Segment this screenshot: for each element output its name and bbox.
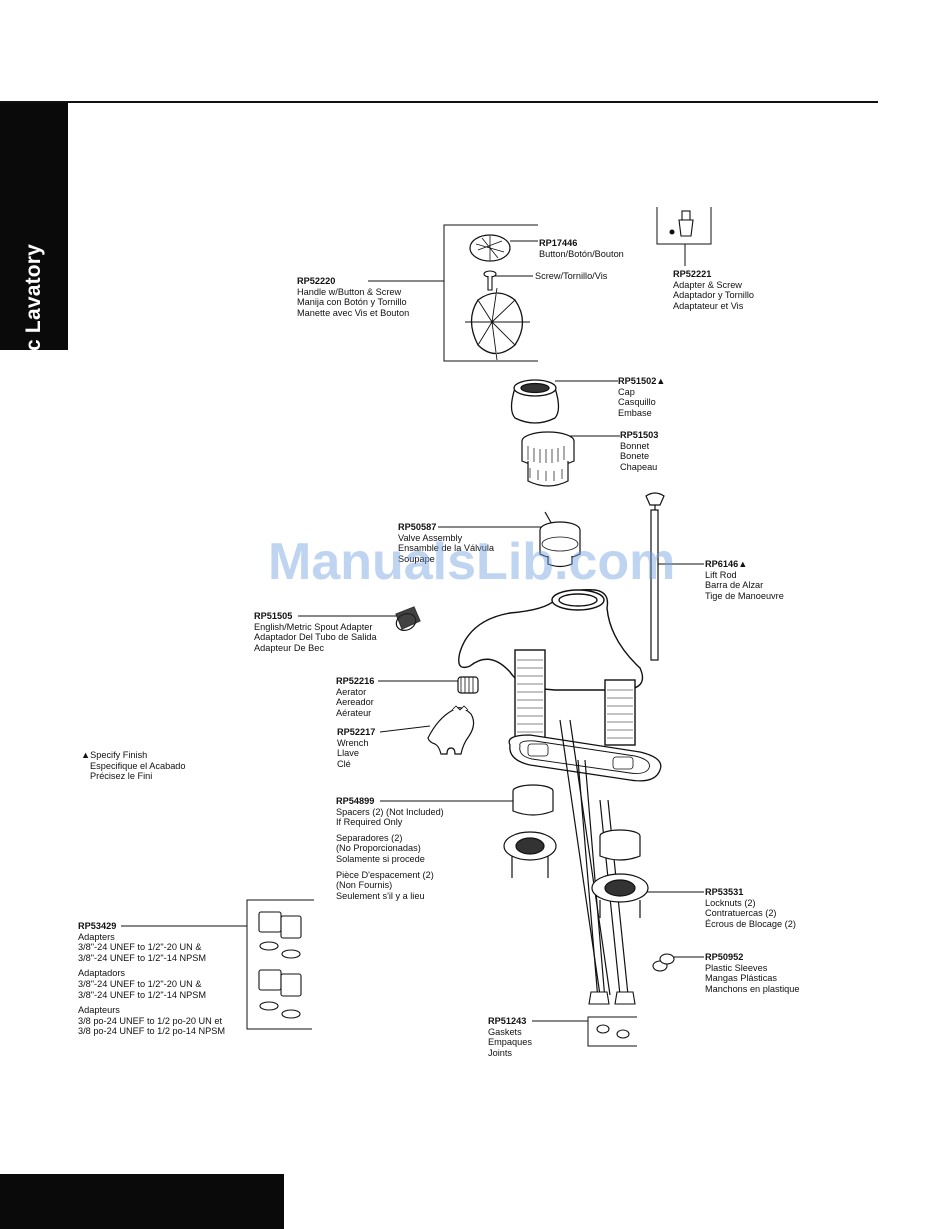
label-rp51503: RP51503 Bonnet Bonete Chapeau xyxy=(620,430,659,472)
plastic-sleeves-part xyxy=(652,953,675,972)
side-tab: Classic Lavatory xyxy=(0,103,68,414)
label-rp53429: RP53429 Adapters 3/8"-24 UNEF to 1/2"-20… xyxy=(78,921,226,1037)
lift-rod-part xyxy=(645,492,665,661)
adapters-box xyxy=(246,899,314,1030)
coupling-nuts-part xyxy=(588,991,636,1005)
label-rp52221: RP52221 Adapter & Screw Adaptador y Torn… xyxy=(673,269,755,311)
adapter-box xyxy=(656,207,712,245)
label-rp52216: RP52216 Aerator Aereador Aérateur xyxy=(336,676,375,718)
faucet-body-part xyxy=(458,589,644,746)
cap-part xyxy=(510,379,560,424)
escutcheon-plate-part xyxy=(508,734,662,782)
label-rp51502: RP51502▲ Cap Casquillo Embase xyxy=(618,376,666,418)
label-rp51505: RP51505 English/Metric Spout Adapter Ada… xyxy=(254,611,377,653)
handle-group-bracket xyxy=(443,224,538,362)
label-rp53531: RP53531 Locknuts (2) Contratuercas (2) É… xyxy=(705,887,796,929)
header-rule xyxy=(0,101,878,103)
label-rp54899: RP54899 Spacers (2) (Not Included) If Re… xyxy=(336,796,444,901)
adapters-part xyxy=(258,911,302,1019)
label-rp6146: RP6146▲ Lift Rod Barra de Alzar Tige de … xyxy=(705,559,784,601)
screw-part xyxy=(483,270,497,291)
handle-knob-part xyxy=(465,287,530,361)
label-rp52217: RP52217 Wrench Llave Clé xyxy=(337,727,376,769)
bonnet-part xyxy=(521,431,575,487)
label-rp17446: RP17446 Button/Botón/Bouton xyxy=(539,238,624,259)
gaskets-part xyxy=(596,1024,630,1039)
specify-finish-note: ▲Specify Finish Especifique el Acabado P… xyxy=(81,750,186,782)
gaskets-box xyxy=(587,1016,637,1047)
adapter-screw-part xyxy=(669,210,694,237)
spacer-part xyxy=(512,784,641,861)
label-rp50952: RP50952 Plastic Sleeves Mangas Plásticas… xyxy=(705,952,800,994)
label-rp51243: RP51243 Gaskets Empaques Joints xyxy=(488,1016,532,1058)
label-rp50587: RP50587 Valve Assembly Ensamble de la Vá… xyxy=(398,522,495,564)
label-screw: Screw/Tornillo/Vis xyxy=(535,271,608,281)
aerator-part xyxy=(457,676,479,694)
label-rp52220: RP52220 Handle w/Button & Screw Manija c… xyxy=(297,276,410,318)
wrench-part xyxy=(427,705,475,755)
spout-adapter-part xyxy=(395,606,421,631)
valve-assembly-part xyxy=(539,511,581,568)
locknut-part xyxy=(503,831,649,918)
leader-rp52217 xyxy=(379,725,431,733)
watermark: ManualsLib.com xyxy=(268,533,676,591)
button-cap-part xyxy=(469,234,511,262)
footer-bar xyxy=(0,1174,284,1229)
